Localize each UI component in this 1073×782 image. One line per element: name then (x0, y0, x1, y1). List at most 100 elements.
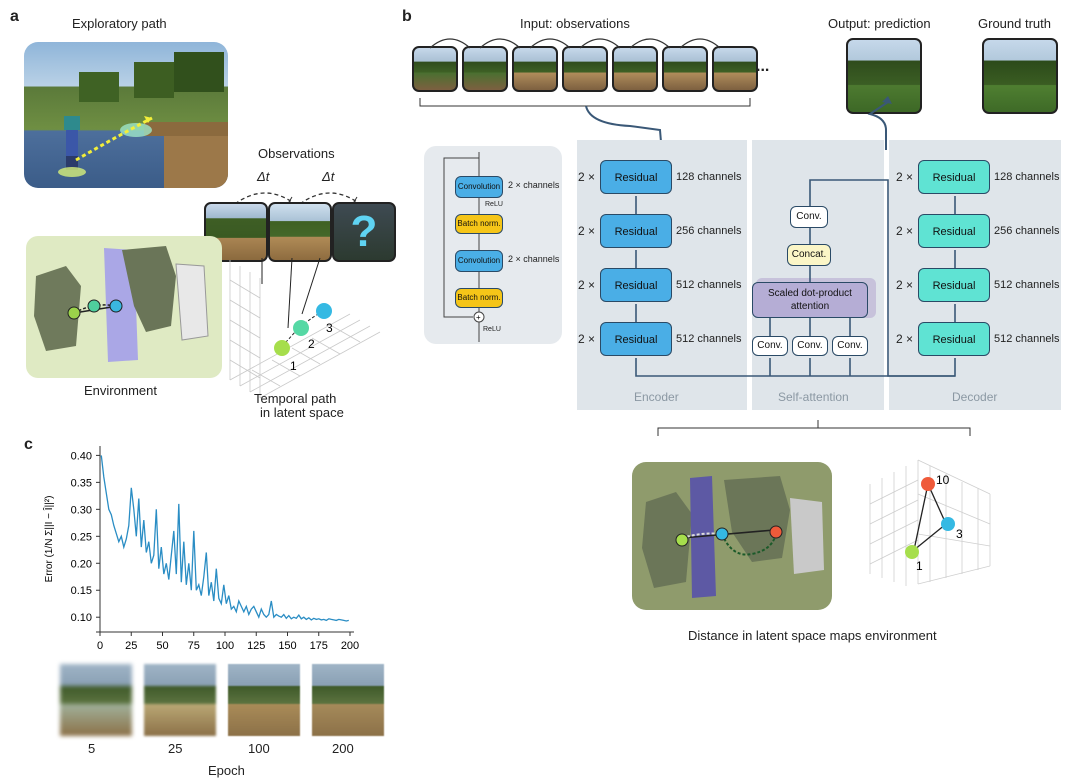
input-frame-1 (412, 46, 458, 92)
attention-conv-query: Conv. (752, 336, 788, 356)
latent-point-label-1: 1 (290, 359, 297, 373)
x-tick-label-0: 0 (97, 640, 103, 652)
y-tick-label-0: 0.10 (71, 612, 92, 624)
temporal-path-label-line2: in latent space (260, 405, 344, 420)
observations-label: Observations (258, 146, 335, 161)
self-attention-label: Self-attention (778, 390, 849, 404)
detail-convolution-1: Convolution (455, 176, 503, 198)
decoder-mult-4: 2 × (896, 332, 914, 346)
decoder-channels-1: 128 channels (994, 171, 1060, 183)
encoder-residual-3: Residual (600, 268, 672, 302)
latent-environment-map (632, 462, 832, 610)
decoder-channels-2: 256 channels (994, 225, 1060, 237)
y-tick-label-6: 0.40 (71, 450, 92, 462)
ground-truth-label: Ground truth (978, 16, 1051, 31)
scaled-dot-product-attention: Scaled dot-product attention (752, 282, 868, 318)
temporal-path-label-line1: Temporal path (254, 391, 337, 406)
latent-space-grid-a: 1 2 3 (229, 257, 381, 399)
exploratory-path-label: Exploratory path (72, 16, 167, 31)
epoch-thumb-label-200: 200 (332, 741, 354, 756)
detail-batch-norm-2: Batch norm. (455, 288, 503, 308)
y-tick-label-3: 0.25 (71, 531, 92, 543)
attention-conv-key: Conv. (792, 336, 828, 356)
decoder-mult-3: 2 × (896, 278, 914, 292)
more-frames-ellipsis: ... (756, 58, 770, 75)
x-tick-label-8: 200 (341, 640, 359, 652)
delta-t-label-2: Δt (322, 169, 335, 184)
encoder-residual-4: Residual (600, 322, 672, 356)
residual-plus-icon: + (476, 313, 481, 322)
environment-map-illustration (34, 246, 209, 362)
input-frame-5 (612, 46, 658, 92)
attention-label-line1: Scaled dot-product (768, 288, 852, 299)
panel-letter-c: c (24, 436, 33, 453)
decoder-residual-3: Residual (918, 268, 990, 302)
concat-block: Concat. (787, 244, 831, 266)
encoder-mult-2: 2 × (578, 224, 596, 238)
epoch-label: Epoch (208, 763, 245, 778)
detail-x-channels-1: 2 × channels (508, 180, 559, 190)
detail-channels-2: × channels (515, 254, 560, 264)
detail-relu-2: ReLU (483, 326, 501, 333)
environment-map (26, 236, 222, 378)
encoder-mult-1: 2 × (578, 170, 596, 184)
observation-frame-unknown: ? (332, 202, 396, 262)
epoch-thumb-label-25: 25 (168, 741, 183, 756)
delta-t-label-1: Δt (257, 169, 270, 184)
y-tick-label-1: 0.15 (71, 585, 92, 597)
latent-point-label-b3: 3 (956, 527, 963, 541)
encoder-channels-4: 512 channels (676, 333, 742, 345)
latent-point-label-b1: 1 (916, 559, 923, 573)
detail-batch-norm-1: Batch norm. (455, 214, 503, 234)
environment-label: Environment (84, 383, 157, 398)
input-frame-4 (562, 46, 608, 92)
attention-label-line2: attention (790, 301, 830, 312)
detail-x-channels-2: 2 × channels (508, 254, 559, 264)
decoder-residual-2: Residual (918, 214, 990, 248)
x-tick-label-7: 175 (310, 640, 328, 652)
x-tick-label-4: 100 (216, 640, 234, 652)
detail-convolution-2: Convolution (455, 250, 503, 272)
latent-bracket (657, 420, 971, 436)
x-tick-label-3: 75 (188, 640, 200, 652)
decoder-channels-4: 512 channels (994, 333, 1060, 345)
encoder-residual-1: Residual (600, 160, 672, 194)
y-tick-label-5: 0.35 (71, 477, 92, 489)
encoder-channels-2: 256 channels (676, 225, 742, 237)
observation-frame-2 (268, 202, 332, 262)
detail-two-1: 2 (508, 180, 514, 190)
epoch-thumb-200 (312, 664, 384, 736)
decoder-channels-3: 512 channels (994, 279, 1060, 291)
detail-two-2: 2 (508, 254, 514, 264)
encoder-channels-3: 512 channels (676, 279, 742, 291)
panel-letter-a: a (10, 8, 19, 25)
ground-truth-frame (982, 38, 1058, 114)
latent-caption: Distance in latent space maps environmen… (688, 628, 937, 643)
input-frame-7 (712, 46, 758, 92)
decoder-residual-4: Residual (918, 322, 990, 356)
detail-relu-1: ReLU (485, 201, 503, 208)
encoder-channels-1: 128 channels (676, 171, 742, 183)
attention-conv-output: Conv. (790, 206, 828, 228)
architecture-connectors (635, 179, 956, 377)
input-frame-6 (662, 46, 708, 92)
exploratory-path-illustration (58, 52, 228, 188)
y-tick-label-2: 0.20 (71, 558, 92, 570)
output-prediction-label: Output: prediction (828, 16, 931, 31)
y-axis-label: Error (1/N Σ||I − Î||²) (42, 496, 55, 583)
question-mark-icon: ? (350, 207, 378, 256)
y-tick-label-4: 0.30 (71, 504, 92, 516)
encoder-mult-3: 2 × (578, 278, 596, 292)
exploratory-path-scene (24, 42, 228, 188)
x-tick-label-1: 25 (125, 640, 137, 652)
latent-point-label-10: 10 (936, 473, 950, 487)
detail-channels-1: × channels (515, 180, 560, 190)
error-series-line (100, 455, 349, 622)
epoch-thumb-100 (228, 664, 300, 736)
epoch-thumb-label-5: 5 (88, 741, 96, 756)
latent-space-grid-b: 10 3 1 (869, 459, 991, 586)
input-frame-3 (512, 46, 558, 92)
decoder-mult-1: 2 × (896, 170, 914, 184)
input-observations-label: Input: observations (520, 16, 630, 31)
